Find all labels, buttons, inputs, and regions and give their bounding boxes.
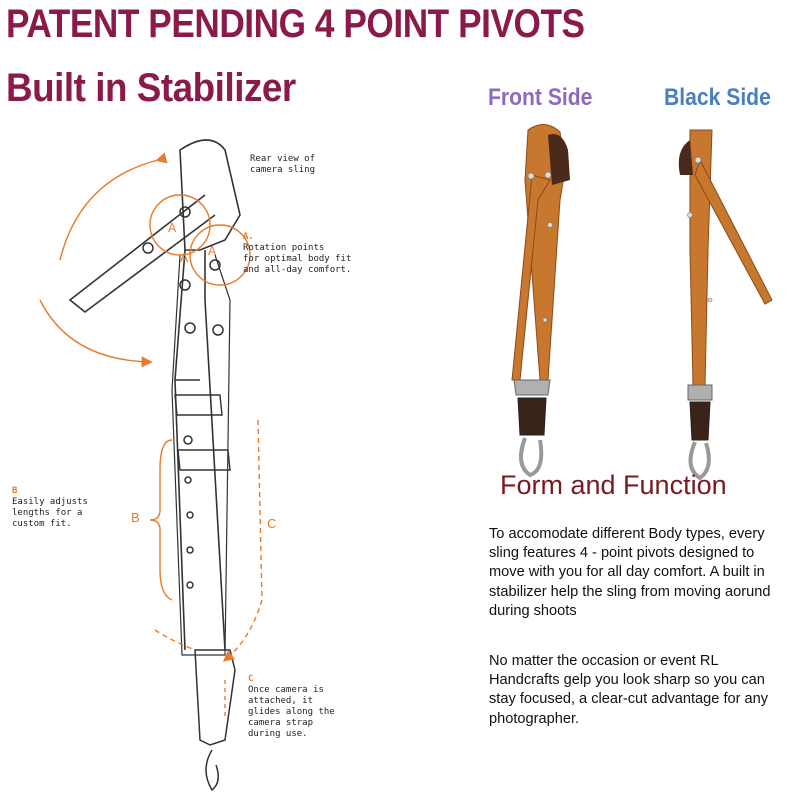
- b-bracket: [149, 439, 173, 601]
- front-strap-photo: [511, 124, 570, 478]
- headline-line-2: Built in Stabilizer: [6, 66, 296, 110]
- form-and-function-title: Form and Function: [500, 470, 727, 500]
- headline-line-1: PATENT PENDING 4 POINT PIVOTS: [6, 2, 585, 46]
- callout-a-letter: A.: [243, 232, 254, 242]
- diagonal-strap: [68, 194, 216, 314]
- arrow-top: [59, 152, 168, 261]
- marker-a-1: A: [168, 221, 177, 235]
- buckle: [174, 394, 231, 471]
- callout-a-text: Rotation points for optimal body fit and…: [243, 243, 352, 275]
- dashed-c: [222, 419, 263, 662]
- rivets: [142, 206, 224, 589]
- front-side-label: Front Side: [488, 84, 593, 111]
- marker-c: C: [267, 516, 277, 531]
- swivel-clip: [194, 649, 236, 792]
- callout-c-text: Once camera is attached, it glides along…: [248, 685, 335, 739]
- callout-c-letter: C: [248, 674, 254, 684]
- callout-b-letter: B: [12, 486, 18, 496]
- description-paragraph-2: No matter the occasion or event RL Handc…: [489, 653, 769, 727]
- description-paragraph-1: To accomodate different Body types, ever…: [489, 526, 771, 619]
- marker-a-3: A: [208, 244, 217, 258]
- marker-a-2: A: [180, 251, 189, 265]
- callout-b-text: Easily adjusts lengths for a custom fit.: [12, 497, 88, 529]
- rear-view-caption: Rear view of camera sling: [250, 154, 316, 175]
- back-side-label: Black Side: [664, 84, 771, 111]
- marker-b: B: [131, 510, 140, 525]
- main-strap: [174, 249, 226, 651]
- arrow-left: [39, 299, 153, 368]
- shoulder-loop: [179, 139, 241, 251]
- back-strap-photo: [678, 129, 773, 481]
